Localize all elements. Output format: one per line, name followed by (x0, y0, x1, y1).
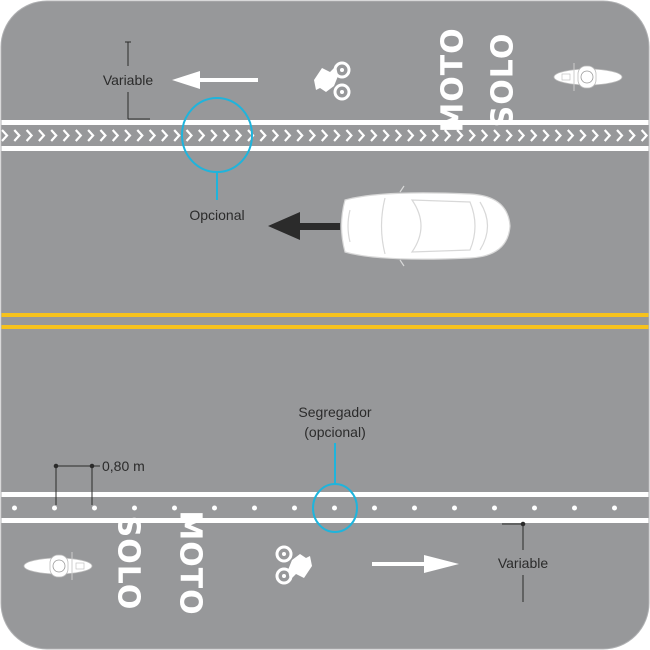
lane-line-bottom-upper (1, 492, 649, 497)
chevron-mark (296, 129, 304, 142)
chevron-mark (284, 129, 292, 142)
chevron-mark (505, 129, 513, 142)
chevron-mark (591, 129, 599, 142)
lane-line-top-upper (1, 120, 649, 125)
segregator-dot (12, 505, 17, 511)
chevron-mark (530, 129, 538, 142)
segregator-dot (332, 505, 337, 511)
segregator-dot (172, 505, 177, 511)
road-word-solo-top: SOLO (486, 33, 521, 128)
dot-segregator (12, 505, 617, 511)
segregator-dot (92, 505, 97, 511)
chevron-mark (111, 129, 120, 142)
chevron-mark (136, 129, 144, 142)
spacing-dimension (53, 463, 100, 505)
chevron-mark (480, 129, 489, 142)
arrow-left-icon (172, 71, 258, 89)
arrow-right-icon (372, 555, 459, 573)
road-word-moto-bottom: MOTO (173, 510, 208, 615)
chevron-mark (443, 129, 452, 142)
chevron-mark (333, 129, 341, 142)
segregator-dot (412, 505, 417, 511)
center-line-upper (1, 313, 649, 317)
chevron-mark (259, 129, 267, 142)
arrow-left-icon (268, 212, 340, 240)
chevron-mark (13, 129, 21, 142)
chevron-mark (407, 129, 415, 142)
chevron-mark (185, 129, 193, 142)
chevron-mark (603, 129, 612, 142)
chevron-mark (370, 129, 378, 142)
lane-line-bottom-lower (1, 518, 649, 523)
chevron-mark (640, 129, 649, 142)
chevron-mark (628, 129, 636, 142)
segregator-dot (132, 505, 137, 511)
chevron-mark (234, 129, 243, 142)
callout-label-segregador: Segregador (298, 404, 372, 420)
chevron-mark (50, 129, 58, 142)
chevron-mark (38, 129, 46, 142)
chevron-mark (320, 129, 329, 142)
chevron-mark (25, 129, 34, 142)
chevron-mark (308, 129, 316, 142)
chevron-mark (87, 129, 95, 142)
chevron-mark (542, 129, 550, 142)
chevron-mark (468, 129, 476, 142)
segregator-dot (532, 505, 537, 511)
lane-line-top-lower (1, 146, 649, 151)
callout-label-opcional: Opcional (189, 207, 244, 223)
segregator-dot (52, 505, 57, 511)
chevron-mark (124, 129, 132, 142)
chevron-mark (210, 129, 218, 142)
chevron-mark (554, 129, 562, 142)
chevron-separator (1, 129, 649, 142)
chevron-mark (74, 129, 83, 142)
chevron-mark (222, 129, 230, 142)
chevron-mark (148, 129, 157, 142)
segregator-dot (252, 505, 257, 511)
chevron-mark (197, 129, 206, 142)
chevron-mark (62, 129, 70, 142)
chevron-mark (517, 129, 526, 142)
top-width-label: Variable (103, 72, 154, 88)
segregator-dot (612, 505, 617, 511)
segregator-dot (572, 505, 577, 511)
bottom-width-label: Variable (498, 555, 549, 571)
chevron-mark (616, 129, 624, 142)
road-word-moto-top: MOTO (436, 27, 471, 132)
center-line-lower (1, 325, 649, 329)
top-width-dimension (125, 41, 150, 120)
segregator-dot (492, 505, 497, 511)
chevron-mark (173, 129, 181, 142)
chevron-mark (247, 129, 255, 142)
chevron-mark (431, 129, 439, 142)
callout-label-opcional-paren: (opcional) (304, 424, 365, 440)
segregator-dot (212, 505, 217, 511)
chevron-mark (357, 129, 366, 142)
chevron-mark (161, 129, 169, 142)
car-topview-icon (340, 185, 511, 267)
chevron-mark (345, 129, 353, 142)
chevron-mark (566, 129, 575, 142)
spacing-label: 0,80 m (102, 458, 145, 474)
road-word-solo-bottom: SOLO (111, 516, 146, 611)
chevron-mark (382, 129, 390, 142)
segregator-dot (452, 505, 457, 511)
chevron-mark (271, 129, 280, 142)
chevron-mark (99, 129, 107, 142)
bottom-width-dimension (502, 521, 526, 602)
chevron-mark (579, 129, 587, 142)
chevron-mark (419, 129, 427, 142)
chevron-mark (394, 129, 403, 142)
chevron-mark (1, 129, 9, 142)
chevron-mark (456, 129, 464, 142)
segregator-dot (292, 505, 297, 511)
segregator-dot (372, 505, 377, 511)
callout-circle-dots (312, 483, 358, 533)
chevron-mark (493, 129, 501, 142)
